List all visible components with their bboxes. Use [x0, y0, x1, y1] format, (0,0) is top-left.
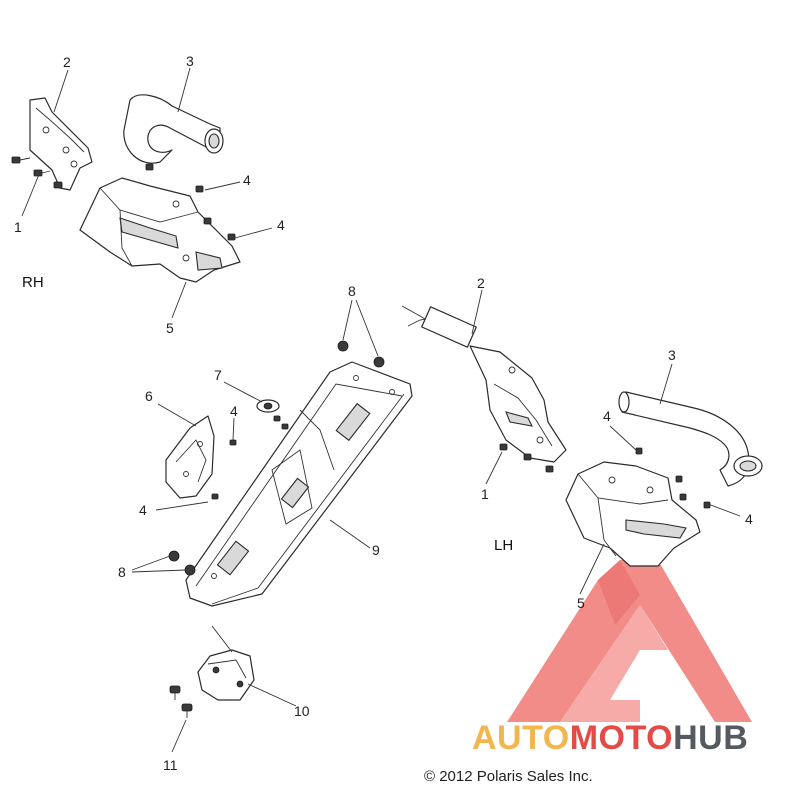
lh-bracket-part-2: [401, 305, 567, 463]
lh-heat-shield-part-5: [565, 461, 701, 567]
callout-lh-2: 2: [477, 275, 485, 291]
callout-lh-3: 3: [668, 347, 676, 363]
watermark-word-auto: AUTO: [472, 719, 570, 757]
callout-rh-4a: 4: [243, 172, 251, 188]
callout-c-8b: 8: [118, 564, 126, 580]
bracket-part-10: [197, 625, 255, 701]
rh-pipe-part-3: [123, 94, 224, 164]
callout-rh-4b: 4: [277, 217, 285, 233]
callout-c-6: 6: [145, 388, 153, 404]
lh-pipe-part-3: [618, 391, 763, 487]
bracket-part-6: [165, 415, 237, 500]
callout-rh-1: 1: [14, 219, 22, 235]
fasteners-part-11: [169, 685, 193, 718]
lh-leader-lines: [471, 289, 741, 595]
center-leader-lines: [131, 299, 379, 753]
clip-part-7: [256, 399, 289, 430]
callout-c-4a: 4: [230, 403, 238, 419]
rh-bolts-part-1: [11, 156, 63, 189]
callout-c-9: 9: [372, 542, 380, 558]
callout-labels: 2 3 1 4 4 5 8 7 6 4 4 8 9 10 11 2 3 4 4 …: [14, 53, 753, 773]
copyright-notice: © 2012 Polaris Sales Inc.: [424, 768, 593, 785]
skid-plate-part-9: [185, 361, 413, 607]
callout-c-7: 7: [214, 367, 222, 383]
callout-lh-1: 1: [481, 486, 489, 502]
rh-leader-lines: [21, 67, 273, 319]
watermark-wordmark: AUTOMOTOHUB: [472, 718, 748, 758]
side-label-rh: RH: [22, 274, 44, 291]
lh-bolts-part-1: [499, 443, 554, 473]
callout-lh-5: 5: [577, 595, 585, 611]
rh-bracket-part-2: [29, 97, 93, 191]
side-label-lh: LH: [494, 537, 513, 554]
callout-lh-4a: 4: [603, 408, 611, 424]
callout-lh-4b: 4: [745, 511, 753, 527]
rh-heat-shield-part-5: [79, 177, 241, 283]
callout-rh-2: 2: [63, 54, 71, 70]
side-labels: RH LH: [22, 274, 513, 554]
callout-rh-3: 3: [186, 53, 194, 69]
callout-c-4b: 4: [139, 502, 147, 518]
watermark-word-moto: MOTO: [569, 719, 674, 757]
callout-c-8a: 8: [348, 283, 356, 299]
callout-c-10: 10: [294, 703, 310, 719]
watermark-word-hub: HUB: [673, 719, 749, 757]
nuts-part-8: [168, 340, 385, 576]
lh-screws-part-4: [635, 447, 711, 509]
rh-screws-part-4: [145, 163, 236, 241]
callout-c-11: 11: [163, 757, 178, 773]
watermark-logo: [507, 560, 752, 722]
callout-rh-5: 5: [166, 320, 174, 336]
